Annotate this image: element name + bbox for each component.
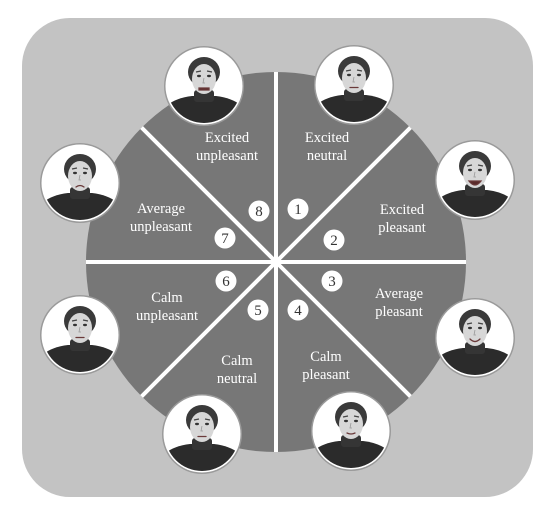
segment-numbers: 1 2 3 4 5 6 7 8 xyxy=(214,198,345,321)
segment-label-line1: Calm xyxy=(310,349,342,365)
segment-dividers xyxy=(86,72,466,452)
segment-number: 3 xyxy=(328,274,336,290)
face-photo-5 xyxy=(162,394,242,474)
segment-number: 6 xyxy=(222,274,230,290)
segment-number-badge: 8 xyxy=(248,200,270,222)
face-photos xyxy=(40,45,515,474)
number-circle xyxy=(287,198,309,220)
face-photo-8 xyxy=(164,46,244,126)
segment-label-line2: pleasant xyxy=(302,367,350,383)
segment-number-badge: 2 xyxy=(323,229,345,251)
face-photo-4 xyxy=(311,391,391,471)
segment-number: 2 xyxy=(330,233,338,249)
number-circle xyxy=(323,229,345,251)
segment-number-badge: 6 xyxy=(215,270,237,292)
face-photo-2 xyxy=(435,140,515,220)
segment-label-line1: Calm xyxy=(151,290,183,306)
segment-label-line2: neutral xyxy=(217,371,257,387)
segment-label: Excited unpleasant xyxy=(196,130,258,164)
number-circle xyxy=(214,227,236,249)
segment-label-line2: pleasant xyxy=(378,220,426,236)
segment-divider xyxy=(274,260,412,398)
segment-label: Excited neutral xyxy=(305,130,350,164)
segment-number-badge: 5 xyxy=(247,299,269,321)
segment-label-line2: unpleasant xyxy=(130,219,192,235)
number-circle xyxy=(215,270,237,292)
segment-label: Average unpleasant xyxy=(130,201,192,235)
face-photo-6 xyxy=(40,295,120,375)
number-circle xyxy=(287,299,309,321)
segment-label: Average pleasant xyxy=(375,286,423,320)
segment-label: Excited pleasant xyxy=(378,202,426,236)
segment-number: 5 xyxy=(254,303,262,319)
face-photo-3 xyxy=(435,298,515,378)
number-circle xyxy=(248,200,270,222)
number-circle xyxy=(321,270,343,292)
segment-number-badge: 7 xyxy=(214,227,236,249)
segment-label-line1: Calm xyxy=(221,353,253,369)
number-circle xyxy=(247,299,269,321)
segment-number-badge: 3 xyxy=(321,270,343,292)
segment-label-line1: Average xyxy=(375,286,423,302)
segment-divider xyxy=(274,126,412,264)
segment-label-line1: Excited xyxy=(305,130,350,146)
face-photo-1 xyxy=(314,45,394,125)
segment-label-line1: Excited xyxy=(205,130,250,146)
segment-number-badge: 4 xyxy=(287,299,309,321)
segment-label-line2: pleasant xyxy=(375,304,423,320)
face-photo-7 xyxy=(40,143,120,223)
segment-number: 7 xyxy=(221,231,229,247)
segment-label-line2: unpleasant xyxy=(136,308,198,324)
segment-number: 1 xyxy=(294,202,302,218)
segment-number: 8 xyxy=(255,204,263,220)
segment-divider xyxy=(140,126,278,264)
segment-label: Calm neutral xyxy=(217,353,257,387)
segment-label-line2: neutral xyxy=(307,148,347,164)
segment-label-line2: unpleasant xyxy=(196,148,258,164)
segment-label: Calm pleasant xyxy=(302,349,350,383)
segment-label: Calm unpleasant xyxy=(136,290,198,324)
segment-number: 4 xyxy=(294,303,302,319)
segment-label-line1: Excited xyxy=(380,202,425,218)
segment-number-badge: 1 xyxy=(287,198,309,220)
segment-divider xyxy=(140,260,278,398)
segment-label-line1: Average xyxy=(137,201,185,217)
